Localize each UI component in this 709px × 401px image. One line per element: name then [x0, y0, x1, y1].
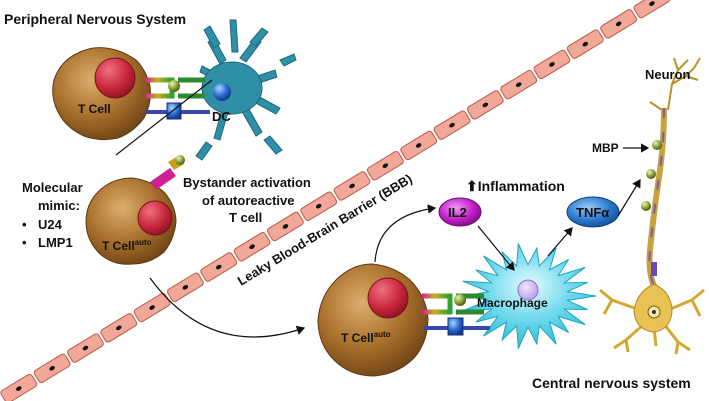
inflammation-arrow: ⬆ [466, 178, 478, 194]
barrier-cell-nucleus [415, 143, 422, 148]
barrier-cell-nucleus [382, 163, 389, 169]
macrophage-to-tnfa-arrow [547, 227, 573, 257]
mbp-label: MBP [592, 141, 619, 155]
macrophage [462, 243, 597, 349]
dc-nucleus [213, 83, 231, 101]
barrier-cell-nucleus [582, 41, 589, 47]
t-cell-label: T Cell [78, 102, 111, 116]
migration-arrow [149, 277, 306, 338]
tcell-to-il2-arrow [374, 204, 437, 263]
dendrites [599, 288, 705, 355]
barrier-cell-nucleus [449, 122, 455, 128]
tcr-mhc-synapse-central [422, 293, 490, 336]
barrier-cell-nucleus [615, 21, 622, 27]
macrophage-nucleus [517, 279, 539, 301]
t-cell-auto-peripheral [85, 155, 185, 265]
t-cell-auto-sup: auto [135, 238, 152, 247]
t-cell-auto-label-central: T Cellauto [341, 330, 391, 345]
mimic-item-u24: U24 [38, 217, 63, 232]
t-cell-nucleus [94, 57, 136, 99]
t-cell-auto-main: T Cell [341, 331, 374, 345]
bystander-line2: of autoreactive [202, 193, 294, 208]
barrier-cell-nucleus [49, 365, 55, 371]
tnfa-cytokine [566, 196, 620, 228]
barrier-cell-nucleus [282, 224, 289, 229]
pns-title: Peripheral Nervous System [4, 11, 186, 27]
neuron [599, 57, 705, 355]
barrier-cell-nucleus [249, 244, 255, 250]
barrier-cell-nucleus [16, 386, 22, 391]
mimic-line1: Molecular [22, 180, 83, 195]
barrier-cell-nucleus [549, 62, 555, 67]
il2-to-macrophage-arrow [477, 225, 515, 271]
tcr-mhc-synapse-peripheral [145, 77, 210, 120]
mbp-particle [652, 140, 662, 150]
bystander-line1: Bystander activation [183, 175, 311, 190]
t-cell-auto-nucleus [137, 200, 173, 236]
barrier-cell-nucleus [315, 203, 322, 209]
mimic-line2: mimic: [38, 198, 80, 213]
macrophage-label: Macrophage [477, 296, 548, 310]
barrier-cell-nucleus [515, 82, 522, 87]
mimic-bullet-1: • [22, 217, 27, 232]
t-cell-auto-label-peripheral: T Cellauto [102, 238, 152, 253]
tnfa-to-neuron-arrow [617, 178, 641, 217]
t-cell-auto-nucleus [367, 277, 409, 319]
barrier-cell-nucleus [149, 305, 155, 310]
t-cell-auto-sup: auto [374, 330, 391, 339]
barrier-cell-nucleus [215, 264, 222, 270]
neuron-label: Neuron [645, 67, 691, 82]
barrier-cell-nucleus [649, 1, 655, 6]
t-cell-auto-central [317, 263, 429, 377]
mimic-item-lmp1: LMP1 [38, 235, 73, 250]
barrier-cell-nucleus [116, 325, 122, 331]
barrier-cell-nucleus [182, 284, 189, 290]
arrows [115, 79, 650, 338]
t-cell-peripheral [52, 47, 151, 141]
barrier-cell-nucleus [482, 102, 489, 108]
barrier-cell-nucleus [349, 183, 355, 189]
bystander-line3: T cell [229, 210, 262, 225]
cns-title: Central nervous system [532, 375, 691, 391]
mimic-pointer-arrow [115, 79, 213, 156]
dc-label: DC [212, 109, 231, 124]
il2-cytokine [438, 197, 482, 227]
tnfa-label: TNFα [576, 205, 609, 220]
inflammation-text: Inflammation [478, 178, 565, 194]
antigen-peptide [168, 80, 180, 92]
il2-label: IL2 [448, 205, 467, 220]
dendritic-cell [195, 19, 297, 161]
inflammation-label: ⬆Inflammation [466, 178, 565, 194]
axon [646, 107, 667, 288]
mimic-bullet-2: • [22, 235, 27, 250]
t-cell-auto-main: T Cell [102, 239, 135, 253]
barrier-cell-nucleus [82, 345, 89, 351]
